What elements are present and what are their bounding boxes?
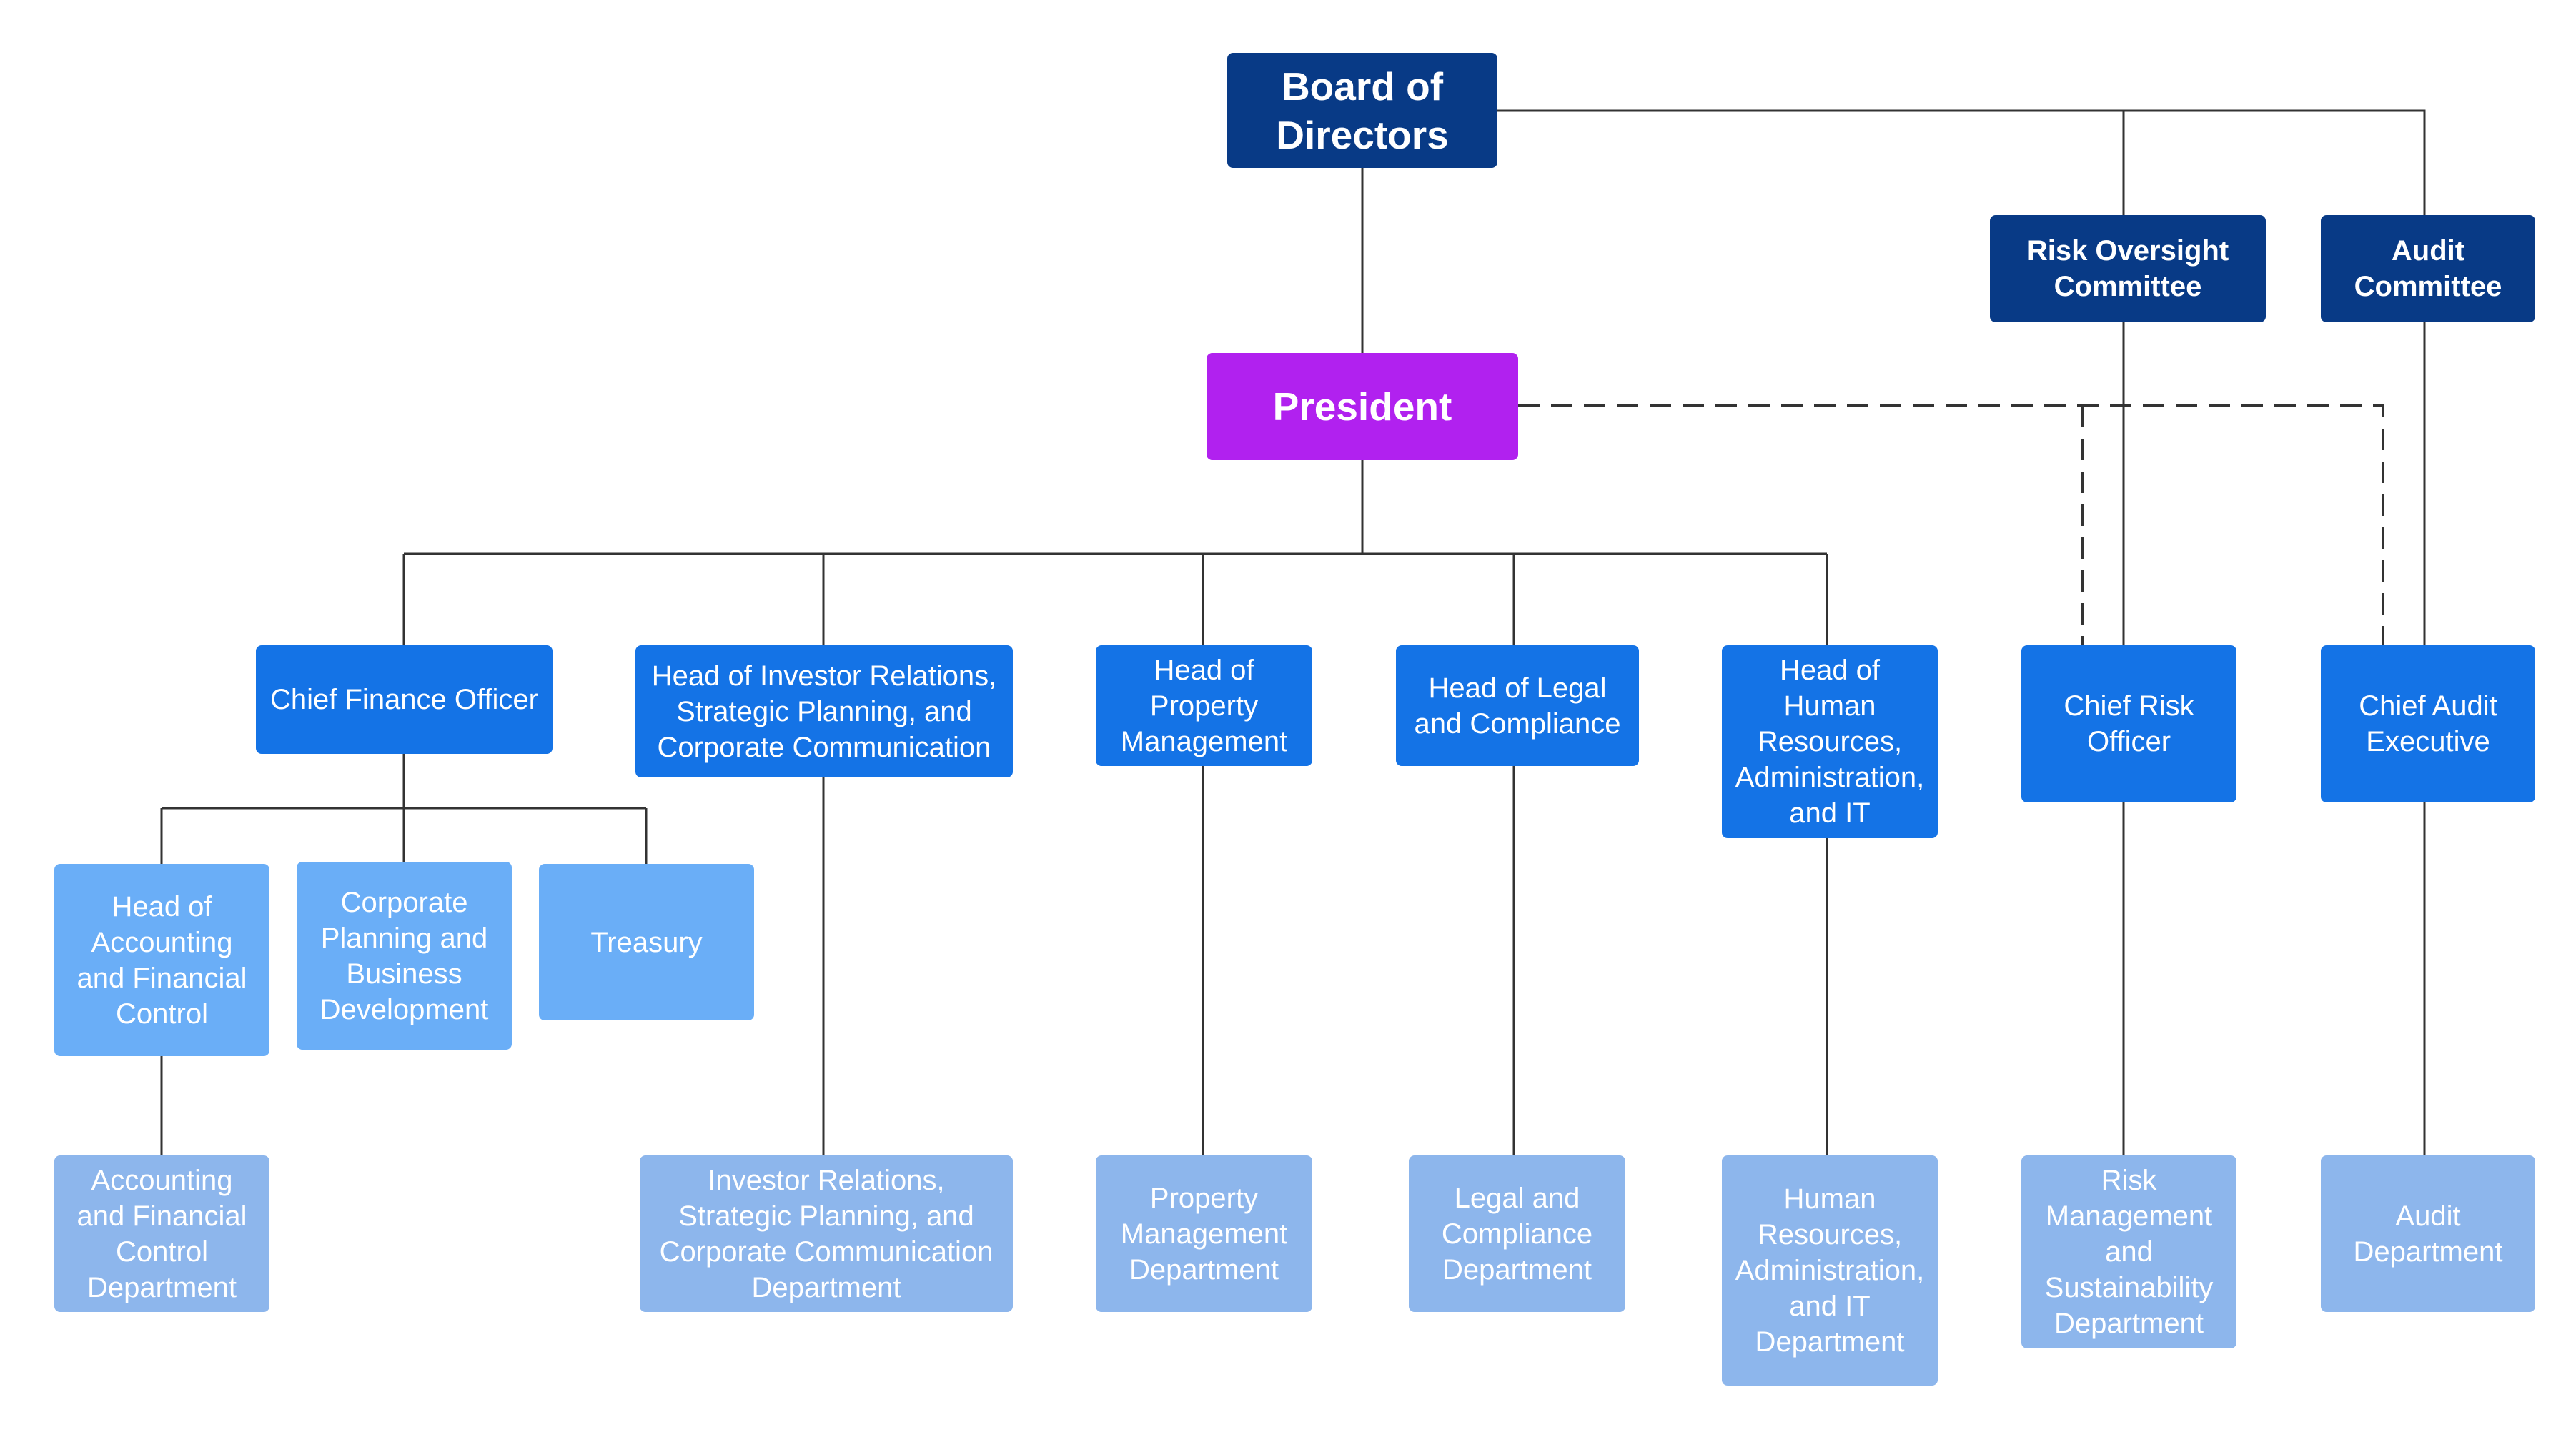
- connector-board-audit-committee: [1497, 109, 2426, 215]
- human-resources-department-box: Human Resources, Administration, and IT …: [1722, 1155, 1938, 1386]
- chief-risk-officer-label: Chief Risk Officer: [2064, 690, 2194, 757]
- accounting-department-label: Accounting and Financial Control Departm…: [76, 1164, 247, 1303]
- dashed-connector-president-cae: [1518, 404, 2384, 645]
- corporate-planning-label: Corporate Planning and Business Developm…: [319, 886, 489, 1025]
- audit-department-box: Audit Department: [2321, 1155, 2535, 1312]
- head-legal-compliance-label: Head of Legal and Compliance: [1414, 672, 1621, 740]
- investor-relations-department-box: Investor Relations, Strategic Planning, …: [640, 1155, 1013, 1312]
- head-investor-relations-box: Head of Investor Relations, Strategic Pl…: [635, 645, 1013, 777]
- audit-committee-label: Audit Committee: [2354, 235, 2502, 302]
- head-human-resources-box: Head of Human Resources, Administration,…: [1722, 645, 1938, 838]
- head-legal-compliance-box: Head of Legal and Compliance: [1396, 645, 1639, 766]
- treasury-box: Treasury: [539, 864, 754, 1020]
- board-of-directors-box: Board of Directors: [1227, 53, 1497, 168]
- risk-oversight-committee-label: Risk Oversight Committee: [2026, 235, 2229, 302]
- risk-oversight-committee-box: Risk Oversight Committee: [1990, 215, 2266, 322]
- head-investor-relations-label: Head of Investor Relations, Strategic Pl…: [651, 660, 997, 763]
- chief-risk-officer-box: Chief Risk Officer: [2021, 645, 2236, 802]
- property-management-department-box: Property Management Department: [1096, 1155, 1312, 1312]
- risk-management-department-box: Risk Management and Sustainability Depar…: [2021, 1155, 2236, 1348]
- legal-compliance-department-label: Legal and Compliance Department: [1441, 1182, 1593, 1286]
- head-property-management-label: Head of Property Management: [1120, 654, 1288, 757]
- chief-finance-officer-label: Chief Finance Officer: [270, 684, 538, 715]
- corporate-planning-box: Corporate Planning and Business Developm…: [297, 862, 512, 1050]
- treasury-label: Treasury: [590, 926, 703, 958]
- chief-audit-executive-box: Chief Audit Executive: [2321, 645, 2535, 802]
- head-human-resources-label: Head of Human Resources, Administration,…: [1735, 655, 1925, 829]
- chief-finance-officer-box: Chief Finance Officer: [256, 645, 553, 754]
- risk-management-department-label: Risk Management and Sustainability Depar…: [2044, 1165, 2214, 1339]
- audit-department-label: Audit Department: [2353, 1200, 2503, 1268]
- accounting-department-box: Accounting and Financial Control Departm…: [54, 1155, 269, 1312]
- head-accounting-label: Head of Accounting and Financial Control: [76, 890, 247, 1030]
- investor-relations-department-label: Investor Relations, Strategic Planning, …: [659, 1164, 994, 1303]
- human-resources-department-label: Human Resources, Administration, and IT …: [1735, 1183, 1925, 1358]
- president-label: President: [1272, 384, 1452, 429]
- board-of-directors-label: Board of Directors: [1276, 64, 1449, 157]
- property-management-department-label: Property Management Department: [1120, 1182, 1288, 1286]
- legal-compliance-department-box: Legal and Compliance Department: [1409, 1155, 1625, 1312]
- audit-committee-box: Audit Committee: [2321, 215, 2535, 322]
- president-box: President: [1207, 353, 1518, 460]
- head-property-management-box: Head of Property Management: [1096, 645, 1312, 766]
- head-accounting-box: Head of Accounting and Financial Control: [54, 864, 269, 1056]
- chief-audit-executive-label: Chief Audit Executive: [2359, 690, 2497, 757]
